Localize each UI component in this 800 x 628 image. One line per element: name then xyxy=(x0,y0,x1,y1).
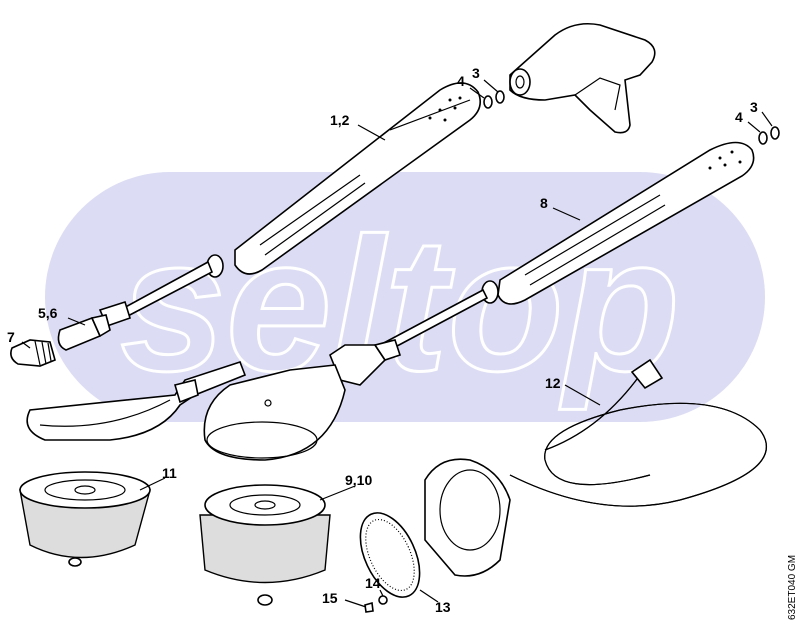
callout-8: 8 xyxy=(540,195,548,211)
callout-3-gun: 3 xyxy=(472,65,480,81)
callout-13: 13 xyxy=(435,599,451,615)
callout-15: 15 xyxy=(322,590,338,606)
spray-gun xyxy=(509,22,656,134)
nozzle-cap-7 xyxy=(10,339,56,367)
brush-9-10 xyxy=(199,484,331,606)
callout-5-6: 5,6 xyxy=(38,305,58,321)
callout-9-10: 9,10 xyxy=(345,472,372,488)
lance-1-2 xyxy=(98,82,481,327)
callout-14: 14 xyxy=(365,575,381,591)
washing-head-large xyxy=(203,339,402,461)
leader-lines xyxy=(21,79,773,608)
callout-3-lance: 3 xyxy=(750,99,758,115)
o-rings-lance-8 xyxy=(758,126,780,145)
callout-7: 7 xyxy=(7,329,15,345)
filter-13 xyxy=(359,512,421,598)
screws-14-15 xyxy=(364,595,388,613)
o-rings-gun xyxy=(483,90,505,109)
callout-4-lance: 4 xyxy=(735,109,743,125)
callout-4-gun: 4 xyxy=(457,73,465,89)
callout-11: 11 xyxy=(162,465,177,481)
hose-12 xyxy=(509,358,767,507)
lance-8 xyxy=(378,141,755,355)
diagram-code: 632ET040 GM xyxy=(787,555,798,620)
callout-1-2: 1,2 xyxy=(330,112,350,128)
washing-head-small xyxy=(26,361,247,441)
callout-12: 12 xyxy=(545,375,561,391)
housing xyxy=(424,458,511,577)
nozzle-5-6 xyxy=(57,314,111,351)
brush-11 xyxy=(19,471,151,567)
